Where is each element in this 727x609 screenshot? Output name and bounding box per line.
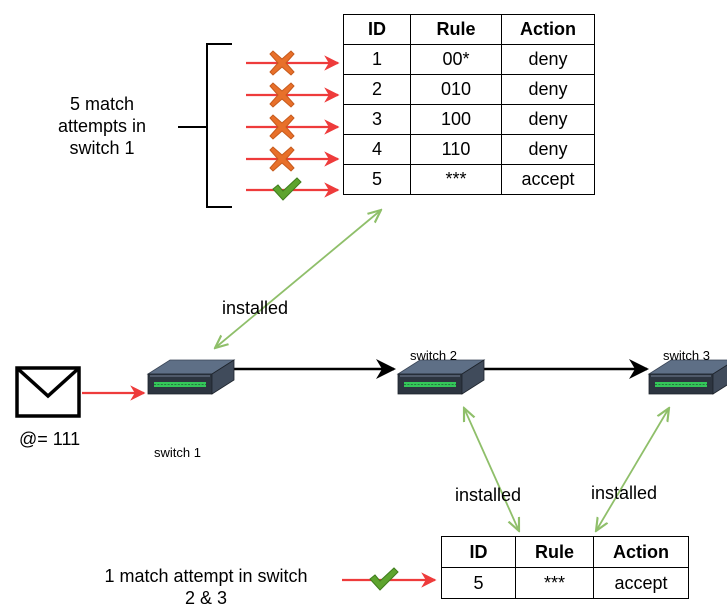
table-row: 3 100 deny (343, 104, 595, 135)
network-switch-icon (397, 359, 485, 395)
rule-pattern: *** (410, 164, 502, 195)
switch-3-label: switch 3 (663, 348, 710, 363)
match-attempt-switch23-label: 1 match attempt in switch 2 & 3 (78, 565, 334, 609)
column-header-id: ID (343, 14, 411, 45)
match-attempt-line-1: 1 match attempt in switch (104, 566, 308, 586)
rule-pattern: 110 (410, 134, 502, 165)
switch-1-label: switch 1 (154, 445, 201, 460)
match-attempts-bracket (206, 43, 232, 208)
rule-action: deny (501, 134, 595, 165)
column-header-rule: Rule (515, 536, 594, 568)
installed-label-left: installed (455, 485, 522, 505)
installed-arrow-top (215, 210, 381, 348)
column-header-id: ID (441, 536, 516, 568)
installed-label-right: installed (591, 483, 658, 503)
switch1-rule-table: ID Rule Action 1 00* deny 2 010 deny 3 1… (343, 14, 595, 195)
rule-pattern: 00* (410, 44, 502, 75)
packet-address-label: @= 111 (19, 429, 81, 449)
rule-action: accept (501, 164, 595, 195)
match-attempts-line-3: switch 1 (69, 138, 135, 158)
rule-id: 5 (343, 164, 411, 195)
rule-id: 2 (343, 74, 411, 105)
switch-2-label: switch 2 (410, 348, 457, 363)
column-header-action: Action (593, 536, 689, 568)
rule-id: 1 (343, 44, 411, 75)
switch23-rule-table: ID Rule Action 5 *** accept (441, 536, 689, 599)
table-row: 5 *** accept (441, 567, 689, 599)
rule-action: accept (593, 567, 689, 599)
match-attempts-switch1-label: 5 match attempts in switch 1 (40, 93, 164, 159)
match-attempts-line-2: attempts in (57, 116, 147, 136)
match-attempt-5-arrow (246, 177, 340, 201)
table-row: 2 010 deny (343, 74, 595, 105)
table-row: 1 00* deny (343, 44, 595, 75)
rule-id: 4 (343, 134, 411, 165)
installed-arrow-left (464, 408, 519, 531)
rule-pattern: *** (515, 567, 594, 599)
match-attempt-2-arrow (246, 82, 340, 108)
match-attempt-switch23-arrow (342, 567, 437, 591)
rule-id: 3 (343, 104, 411, 135)
column-header-action: Action (501, 14, 595, 45)
column-header-rule: Rule (410, 14, 502, 45)
match-attempt-4-arrow (246, 146, 340, 172)
match-attempts-line-1: 5 match (69, 94, 135, 114)
rule-pattern: 010 (410, 74, 502, 105)
rule-action: deny (501, 104, 595, 135)
table-row: 4 110 deny (343, 134, 595, 165)
envelope-icon (15, 366, 81, 418)
match-attempt-line-2: 2 & 3 (184, 588, 228, 608)
rule-action: deny (501, 74, 595, 105)
installed-arrow-right (596, 408, 669, 531)
installed-label-top: installed (222, 298, 289, 318)
match-attempt-3-arrow (246, 114, 340, 140)
rule-pattern: 100 (410, 104, 502, 135)
rule-id: 5 (441, 567, 516, 599)
network-switch-icon (648, 359, 727, 395)
network-switch-icon (147, 359, 235, 395)
match-attempt-1-arrow (246, 50, 340, 76)
table-row: 5 *** accept (343, 164, 595, 195)
rule-action: deny (501, 44, 595, 75)
